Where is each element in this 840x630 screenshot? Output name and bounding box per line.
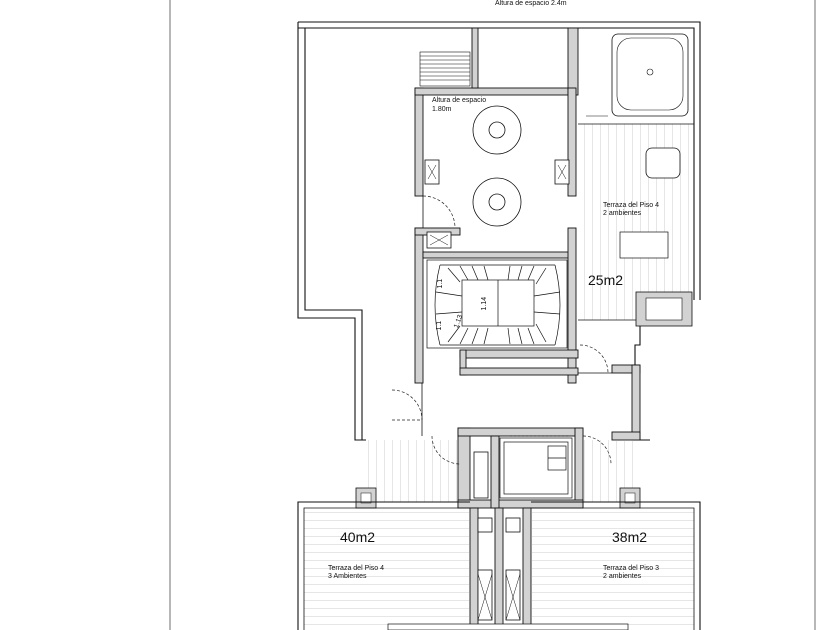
stair-mark-4: 1.14 bbox=[481, 296, 489, 311]
terrace-east-name: Terraza del Piso 4 bbox=[603, 202, 660, 209]
south-west-terrace bbox=[297, 501, 470, 630]
terrace-sw-rooms: 3 Ambientes bbox=[328, 573, 367, 580]
duct-crosses bbox=[427, 164, 567, 621]
core-room-label-1: Altura de espacio bbox=[432, 97, 487, 104]
terrace-east-rooms: 2 ambientes bbox=[603, 210, 642, 217]
main-stair bbox=[426, 259, 568, 349]
bottom-sill bbox=[387, 623, 629, 630]
terrace-sw-area: 40m2 bbox=[340, 529, 376, 545]
header-height-note: Altura de espacio 2.4m bbox=[495, 0, 567, 7]
core-walls bbox=[414, 27, 641, 630]
east-terrace bbox=[578, 33, 694, 327]
stair-mark-1: 1.1 bbox=[437, 278, 445, 289]
stair-mark-2: 1.1 bbox=[436, 320, 444, 331]
door-openings bbox=[421, 196, 612, 436]
roof-outline bbox=[297, 21, 701, 441]
south-east-terrace bbox=[531, 501, 701, 630]
terrace-se-rooms: 2 ambientes bbox=[603, 573, 642, 580]
terrace-se-area: 38m2 bbox=[612, 529, 648, 545]
middle-terrace-strip bbox=[355, 440, 641, 509]
terrace-east-area: 25m2 bbox=[588, 272, 624, 288]
small-stair bbox=[419, 51, 471, 87]
core-room-label-2: 1.80m bbox=[432, 106, 452, 113]
fan-units bbox=[472, 105, 522, 227]
terrace-sw-name: Terraza del Piso 4 bbox=[328, 565, 385, 572]
terrace-se-name: Terraza del Piso 3 bbox=[603, 565, 660, 572]
elevator-car bbox=[499, 435, 573, 499]
